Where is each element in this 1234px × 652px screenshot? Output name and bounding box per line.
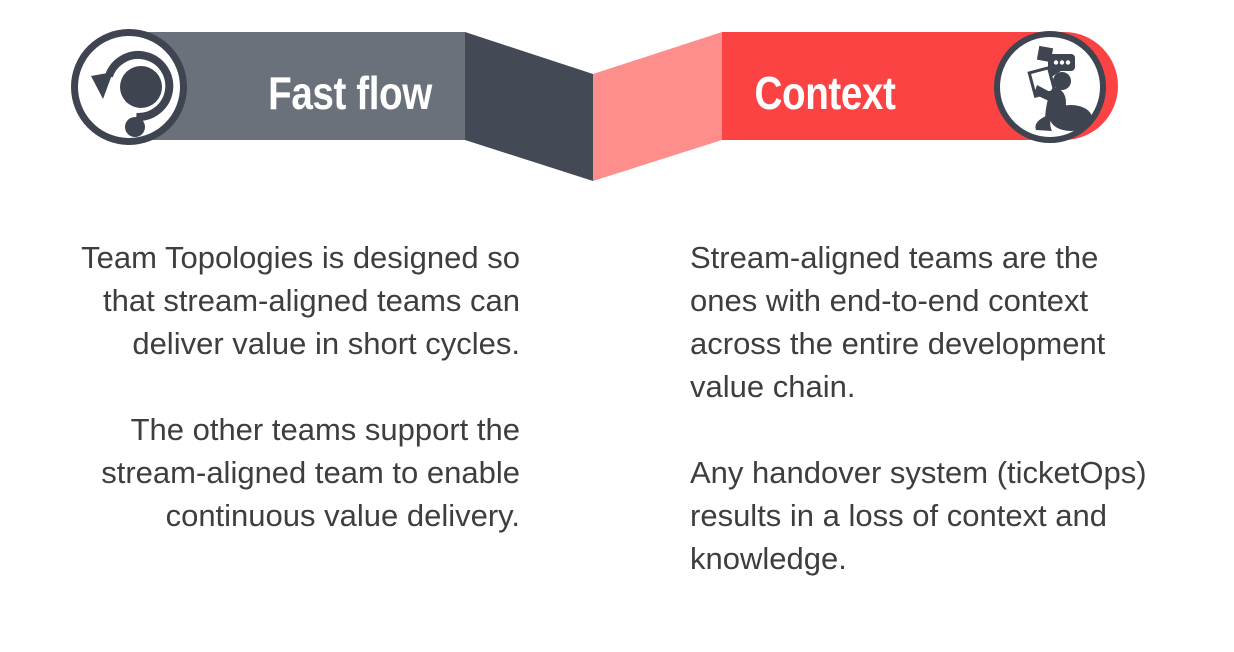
bubble-dot xyxy=(1059,60,1065,65)
ribbon-banner: Fast flow Context xyxy=(0,0,1234,200)
iteration-cycle-icon xyxy=(91,51,174,137)
context-label: Context xyxy=(754,67,896,119)
fast-flow-ribbon-fold xyxy=(465,32,593,181)
context-ribbon-fold xyxy=(593,32,722,181)
cycle-arrowhead xyxy=(91,72,113,99)
fast-flow-badge xyxy=(71,29,187,145)
context-column: Stream-aligned teams are the ones with e… xyxy=(690,236,1230,623)
fast-flow-column: Team Topologies is designed so that stre… xyxy=(0,236,520,580)
cycle-small-dot xyxy=(125,117,145,137)
person-leg xyxy=(1035,116,1053,131)
person-head xyxy=(1053,72,1071,90)
bubble-dot xyxy=(1053,60,1059,65)
context-paragraph-2: Any handover system (ticketOps) results … xyxy=(690,455,1147,576)
cycle-arrow-arc xyxy=(105,51,174,121)
person-with-tablet-icon xyxy=(1027,45,1092,131)
fast-flow-paragraph-2: The other teams support the stream-align… xyxy=(101,412,520,533)
bubble-dot xyxy=(1065,60,1071,65)
cycle-center-dot xyxy=(120,66,162,108)
context-paragraph-1: Stream-aligned teams are the ones with e… xyxy=(690,240,1106,404)
fast-flow-label: Fast flow xyxy=(268,67,432,119)
person-arm xyxy=(1034,85,1052,101)
fast-flow-paragraph-1: Team Topologies is designed so that stre… xyxy=(81,240,520,361)
context-badge xyxy=(994,31,1106,143)
ribbon-graphics xyxy=(71,29,1118,181)
